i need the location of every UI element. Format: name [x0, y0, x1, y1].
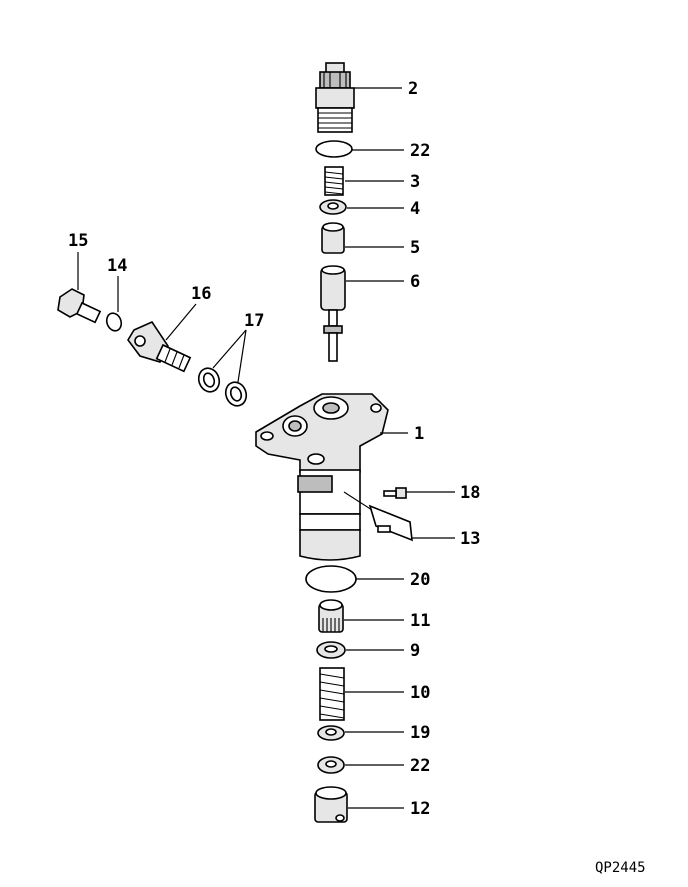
label-13: 14 [107, 256, 127, 276]
part-20-o-ring [315, 140, 353, 158]
label-3: 3 [410, 172, 420, 192]
label-17: 18 [460, 483, 480, 503]
label-1: 1 [414, 424, 424, 444]
part-6-plunger [320, 265, 346, 362]
part-22-shim [317, 756, 345, 774]
part-13-gasket [105, 312, 123, 332]
label-11: 12 [410, 799, 430, 819]
part-14-bolt [57, 288, 102, 324]
label-9: 10 [410, 683, 430, 703]
part-5-sleeve [321, 222, 345, 254]
label-10: 11 [410, 611, 430, 631]
label-22: 22 [410, 756, 430, 776]
label-12: 13 [460, 529, 480, 549]
part-17-screw [383, 487, 407, 499]
label-15: 16 [191, 284, 211, 304]
label-14: 15 [68, 231, 88, 251]
label-20: 22 [410, 141, 430, 161]
label-4: 4 [410, 199, 420, 219]
part-19-o-ring [305, 565, 357, 593]
part-15-connector [127, 320, 192, 373]
part-4-washer [319, 199, 347, 215]
label-18: 19 [410, 723, 430, 743]
part-11-tappet [314, 786, 348, 823]
part-9-plunger-spring [319, 667, 345, 721]
part-12-rack [343, 491, 413, 542]
label-8: 9 [410, 641, 420, 661]
label-6: 6 [410, 272, 420, 292]
part-8-spring-seat [316, 641, 346, 659]
drawing-code: QP2445 [595, 860, 646, 876]
part-18-lower-seat [317, 725, 345, 741]
part-1-pump-body [255, 393, 389, 561]
label-16: 17 [244, 311, 264, 331]
part-16-gaskets [197, 367, 248, 407]
part-2-delivery-valve-holder [315, 62, 355, 133]
label-2: 2 [408, 79, 418, 99]
part-3-spring [324, 166, 344, 196]
part-10-control-sleeve [318, 599, 344, 633]
label-5: 5 [410, 238, 420, 258]
label-19: 20 [410, 570, 430, 590]
